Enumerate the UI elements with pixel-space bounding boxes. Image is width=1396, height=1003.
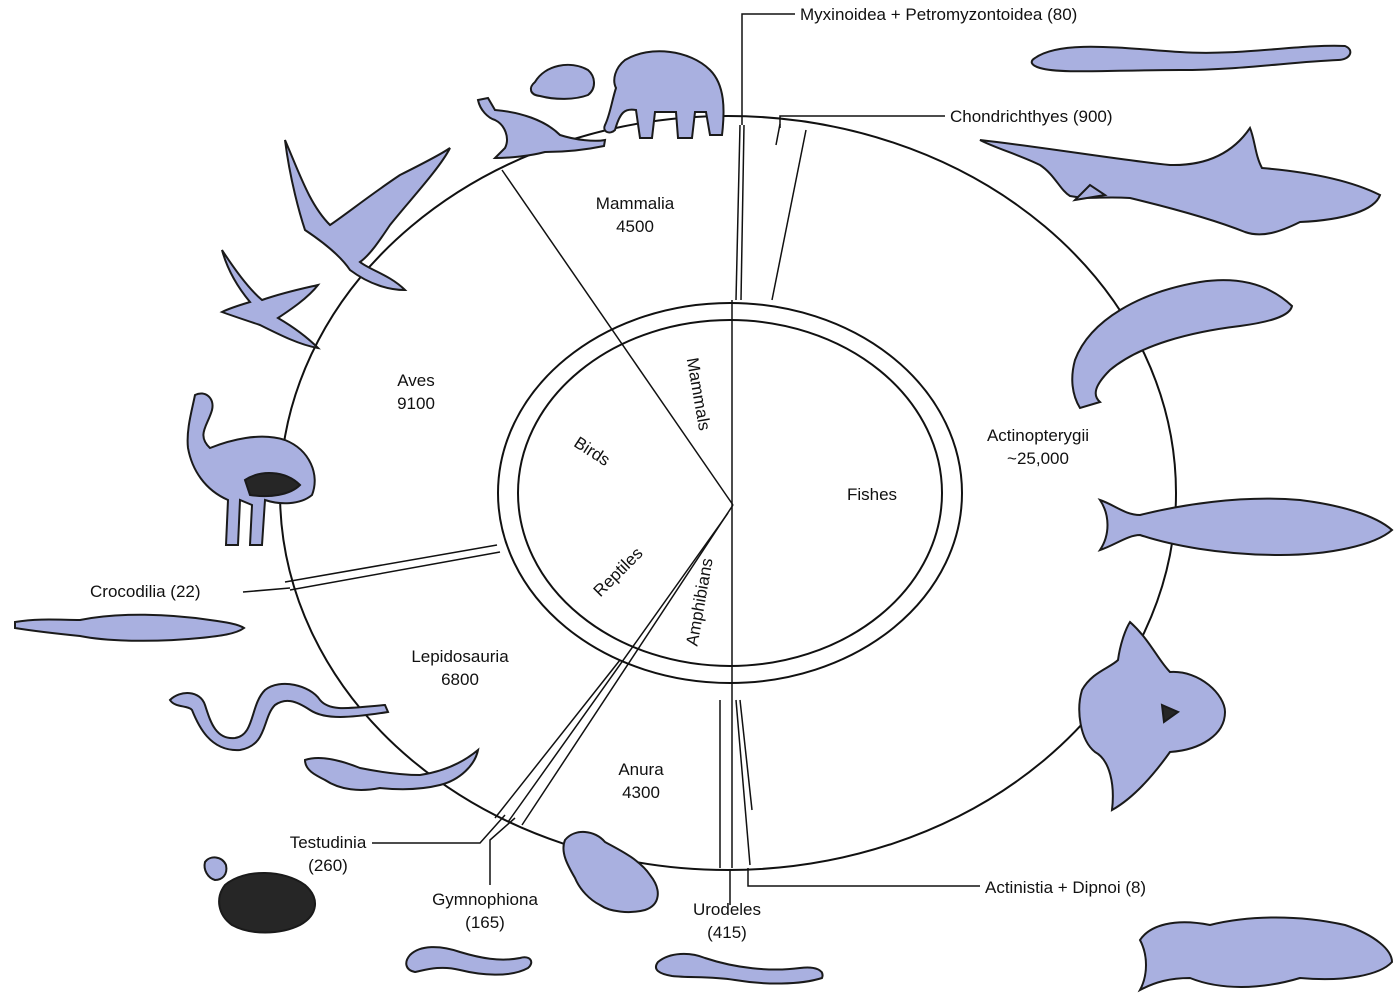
gymnophiona-name: Gymnophiona: [432, 890, 538, 909]
frog-icon: [563, 832, 657, 912]
shark-icon: [980, 128, 1380, 234]
salamander-icon: [656, 954, 823, 984]
lamprey-icon: [1032, 46, 1351, 72]
crocodile-icon: [15, 615, 244, 641]
aves-count: 9100: [397, 394, 435, 413]
gull-icon: [222, 250, 318, 348]
lizard-icon: [305, 750, 478, 790]
urodeles-name: Urodeles: [693, 900, 761, 919]
fishes-label: Fishes: [847, 485, 897, 504]
crocodilia-label: Crocodilia (22): [90, 582, 201, 601]
sunfish-icon: [1079, 622, 1225, 810]
chondrichthyes-label: Chondrichthyes (900): [950, 107, 1113, 126]
kangaroo-icon: [478, 98, 605, 158]
urodeles-count: (415): [707, 923, 747, 942]
actinopterygii-count: ~25,000: [1007, 449, 1069, 468]
mammalia-name: Mammalia: [596, 194, 675, 213]
testudinia-name: Testudinia: [290, 833, 367, 852]
caecilian-icon: [406, 947, 531, 975]
gymnophiona-count: (165): [465, 913, 505, 932]
snake-icon: [170, 684, 388, 750]
anura-name: Anura: [618, 760, 664, 779]
ostrich-icon: [188, 393, 315, 545]
actinopterygii-name: Actinopterygii: [987, 426, 1089, 445]
lepidosauria-count: 6800: [441, 670, 479, 689]
lepidosauria-name: Lepidosauria: [411, 647, 509, 666]
aves-name: Aves: [397, 371, 435, 390]
mammalia-count: 4500: [616, 217, 654, 236]
mackerel-icon: [1100, 499, 1392, 555]
reptiles-label: Reptiles: [590, 544, 647, 601]
echidna-icon: [531, 65, 594, 99]
turtle-icon: [205, 857, 315, 932]
testudinia-count: (260): [308, 856, 348, 875]
elephant-icon: [604, 51, 723, 138]
myxinoidea-label: Myxinoidea + Petromyzontoidea (80): [800, 5, 1077, 24]
actinistia-label: Actinistia + Dipnoi (8): [985, 878, 1146, 897]
outer-circle: [280, 116, 1176, 870]
salmon-icon: [1072, 280, 1292, 408]
coelacanth-icon: [1140, 918, 1392, 991]
anura-count: 4300: [622, 783, 660, 802]
mammals-label: Mammals: [683, 356, 715, 432]
birds-label: Birds: [571, 433, 614, 470]
